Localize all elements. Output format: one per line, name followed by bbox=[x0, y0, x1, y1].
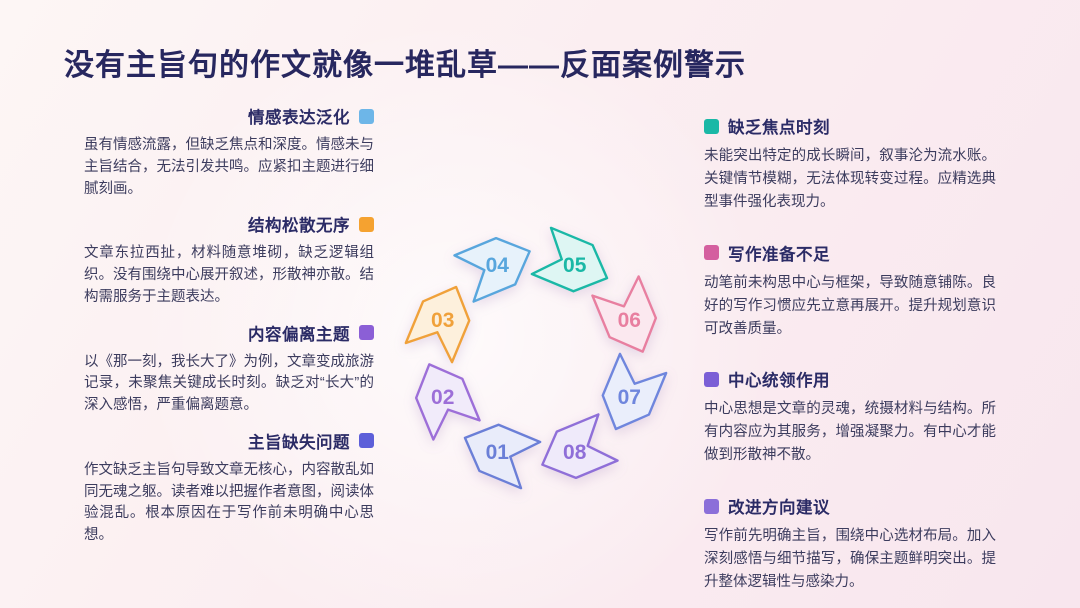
ring-segment-arrow-shape bbox=[591, 275, 658, 353]
issue-header: 结构松散无序 bbox=[84, 212, 374, 236]
ring-segment-arrow-shape bbox=[404, 285, 471, 364]
ring-segment-03: 03 bbox=[404, 285, 471, 364]
issue-header: 缺乏焦点时刻 bbox=[704, 114, 996, 138]
issue-item-missing-thesis: 主旨缺失问题 作文缺乏主旨句导致文章无核心，内容散乱如同无魂之躯。读者难以把握作… bbox=[84, 429, 374, 547]
bullet-square-icon bbox=[704, 498, 719, 514]
issue-title: 写作准备不足 bbox=[728, 245, 830, 264]
issue-item-preparation: 写作准备不足 动笔前未构思中心与框架，导致随意铺陈。良好的写作习惯应先立意再展开… bbox=[704, 241, 996, 341]
issue-item-focus: 缺乏焦点时刻 未能突出特定的成长瞬间，叙事沦为流水账。关键情节模糊，无法体现转变… bbox=[704, 114, 996, 214]
issue-header: 中心统领作用 bbox=[704, 367, 996, 391]
ring-segment-arrow-shape bbox=[414, 363, 481, 441]
issue-title: 情感表达泛化 bbox=[248, 109, 350, 127]
issue-body: 写作前先明确主旨，围绕中心选材布局。加入深刻感悟与细节描写，确保主题鲜明突出。提… bbox=[704, 528, 996, 590]
issue-body: 虽有情感流露，但缺乏焦点和深度。情感未与主旨结合，无法引发共鸣。应紧扣主题进行细… bbox=[84, 137, 374, 197]
bullet-square-icon bbox=[359, 108, 374, 124]
issue-header: 内容偏离主题 bbox=[84, 321, 374, 345]
ring-segment-number: 01 bbox=[486, 441, 510, 464]
issue-item-offtopic: 内容偏离主题 以《那一刻，我长大了》为例，文章变成旅游记录，未聚焦关键成长时刻。… bbox=[84, 321, 374, 417]
issue-header: 主旨缺失问题 bbox=[84, 429, 374, 453]
issue-body: 动笔前未构思中心与框架，导致随意铺陈。良好的写作习惯应先立意再展开。提升规划意识… bbox=[704, 274, 996, 337]
issue-body: 中心思想是文章的灵魂，统摄材料与结构。所有内容应为其服务，增强凝聚力。有中心才能… bbox=[704, 401, 996, 464]
ring-segment-number: 05 bbox=[563, 254, 587, 277]
bullet-square-icon bbox=[359, 216, 374, 232]
ring-segment-arrow-shape bbox=[601, 352, 668, 431]
ring-segment-arrow-shape bbox=[530, 226, 609, 293]
issue-item-structure: 结构松散无序 文章东拉西扯，材料随意堆砌，缺乏逻辑组织。没有围绕中心展开叙述，形… bbox=[84, 212, 374, 308]
issue-title: 结构松散无序 bbox=[248, 217, 350, 236]
issue-title: 改进方向建议 bbox=[728, 499, 830, 518]
ring-segment-05: 05 bbox=[530, 226, 609, 293]
issue-body: 以《那一刻，我长大了》为例，文章变成旅游记录，未聚焦关键成长时刻。缺乏对“长大”… bbox=[84, 353, 374, 414]
left-panel: 情感表达泛化 虽有情感流露，但缺乏焦点和深度。情感未与主旨结合，无法引发共鸣。应… bbox=[84, 104, 374, 559]
ring-segment-07: 07 bbox=[601, 352, 668, 431]
ring-segment-number: 07 bbox=[618, 386, 641, 409]
issue-header: 情感表达泛化 bbox=[84, 104, 374, 128]
ring-segment-number: 02 bbox=[431, 386, 454, 409]
page-title: 没有主旨句的作文就像一堆乱草——反面案例警示 bbox=[64, 49, 746, 82]
issue-body: 文章东拉西扯，材料随意堆砌，缺乏逻辑组织。没有围绕中心展开叙述，形散神亦散。结构… bbox=[84, 245, 374, 305]
cycle-diagram: 01 02 03 04 05 06 07 08 bbox=[376, 198, 696, 518]
issue-item-improvement: 改进方向建议 写作前先明确主旨，围绕中心选材布局。加入深刻感悟与细节描写，确保主… bbox=[704, 494, 996, 594]
ring-segment-number: 08 bbox=[563, 441, 587, 464]
issue-title: 中心统领作用 bbox=[728, 372, 830, 391]
issue-item-emotion: 情感表达泛化 虽有情感流露，但缺乏焦点和深度。情感未与主旨结合，无法引发共鸣。应… bbox=[84, 104, 374, 200]
issue-body: 作文缺乏主旨句导致文章无核心，内容散乱如同无魂之躯。读者难以把握作者意图，阅读体… bbox=[84, 461, 374, 543]
ring-segment-arrow-shape bbox=[541, 413, 619, 480]
bullet-square-icon bbox=[704, 118, 719, 134]
ring-segment-04: 04 bbox=[453, 236, 531, 303]
ring-segment-number: 06 bbox=[618, 309, 641, 332]
ring-segment-arrow-shape bbox=[463, 423, 542, 490]
ring-segment-arrow-shape bbox=[453, 236, 531, 303]
issue-title: 主旨缺失问题 bbox=[248, 433, 350, 452]
ring-segment-number: 03 bbox=[431, 309, 454, 332]
ring-segment-02: 02 bbox=[414, 363, 481, 441]
ring-segment-06: 06 bbox=[591, 275, 658, 353]
right-panel: 缺乏焦点时刻 未能突出特定的成长瞬间，叙事沦为流水账。关键情节模糊，无法体现转变… bbox=[704, 114, 996, 608]
issue-header: 写作准备不足 bbox=[704, 241, 996, 265]
bullet-square-icon bbox=[704, 245, 719, 261]
cycle-diagram-svg: 01 02 03 04 05 06 07 08 bbox=[404, 226, 668, 490]
ring-segment-01: 01 bbox=[463, 423, 542, 490]
issue-title: 内容偏离主题 bbox=[248, 325, 350, 344]
bullet-square-icon bbox=[704, 371, 719, 387]
issue-header: 改进方向建议 bbox=[704, 494, 996, 518]
ring-segment-number: 04 bbox=[486, 254, 510, 277]
ring-segment-08: 08 bbox=[541, 413, 619, 480]
bullet-square-icon bbox=[359, 325, 374, 340]
issue-body: 未能突出特定的成长瞬间，叙事沦为流水账。关键情节模糊，无法体现转变过程。应精选典… bbox=[704, 148, 996, 210]
issue-title: 缺乏焦点时刻 bbox=[728, 119, 830, 137]
issue-item-center-role: 中心统领作用 中心思想是文章的灵魂，统摄材料与结构。所有内容应为其服务，增强凝聚… bbox=[704, 367, 996, 467]
bullet-square-icon bbox=[359, 433, 374, 449]
